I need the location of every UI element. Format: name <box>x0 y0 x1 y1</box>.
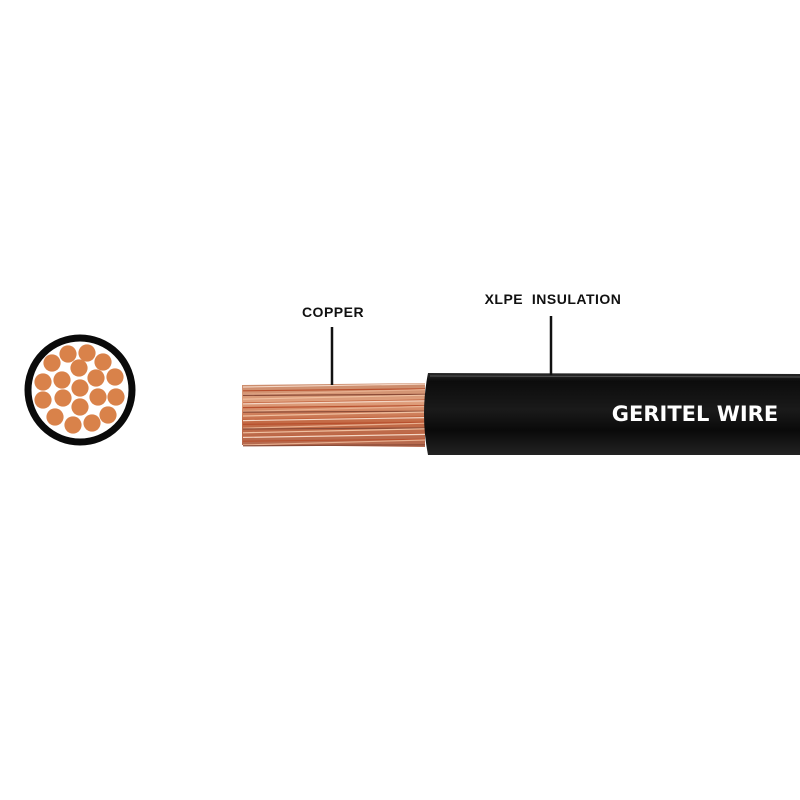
cross-section <box>24 334 136 446</box>
copper-strand <box>54 389 72 407</box>
copper-label: COPPER <box>302 304 364 320</box>
copper-strand <box>34 391 52 409</box>
copper-wire-strand <box>242 389 426 396</box>
copper-wire-strand <box>242 438 426 442</box>
copper-wire-strand <box>242 433 426 438</box>
copper-strand <box>34 373 52 391</box>
copper-wire-strand <box>242 405 426 409</box>
copper-wire-strand <box>242 410 426 413</box>
copper-wire-strand <box>242 421 426 425</box>
copper-wire-strand <box>242 400 426 405</box>
insulation-label: XLPE INSULATION <box>485 291 622 307</box>
copper-wire-strand <box>242 405 426 412</box>
copper-strand <box>89 388 107 406</box>
copper-strand <box>83 414 101 432</box>
copper-wire-strand <box>242 417 426 422</box>
copper-strand <box>106 368 124 386</box>
copper-strand <box>64 416 82 434</box>
copper-strand <box>46 408 64 426</box>
copper-strand <box>59 345 77 363</box>
copper-wire-strand <box>242 399 426 404</box>
copper-callout: COPPER <box>302 304 364 385</box>
copper-wire-strand <box>242 444 426 447</box>
copper-wire-strand <box>242 422 426 429</box>
copper-wire-strand <box>242 428 426 434</box>
strand-group <box>34 344 125 434</box>
copper-wire-strand <box>242 383 426 388</box>
copper-strand <box>70 359 88 377</box>
copper-wire-strand <box>242 433 426 438</box>
copper-strand <box>94 353 112 371</box>
copper-strand <box>43 354 61 372</box>
copper-strand <box>99 406 117 424</box>
xlpe-insulation-sheath: GERITEL WIRE <box>424 373 800 455</box>
copper-wire-strand <box>242 416 426 421</box>
copper-wire-strand <box>242 411 426 417</box>
copper-strand <box>53 371 71 389</box>
brand-text: GERITEL WIRE <box>612 402 778 426</box>
copper-wire-strand <box>242 427 426 430</box>
insulation-callout: XLPE INSULATION <box>485 291 622 375</box>
copper-strand <box>71 398 89 416</box>
copper-conductor <box>242 383 426 447</box>
copper-strand <box>71 379 89 397</box>
copper-wire-strand <box>242 393 426 396</box>
copper-wire-strand <box>242 394 426 400</box>
copper-wire-strand <box>242 439 426 446</box>
copper-strand <box>107 388 125 406</box>
copper-wire-strand <box>242 388 426 392</box>
copper-strand <box>78 344 96 362</box>
copper-strand <box>87 369 105 387</box>
